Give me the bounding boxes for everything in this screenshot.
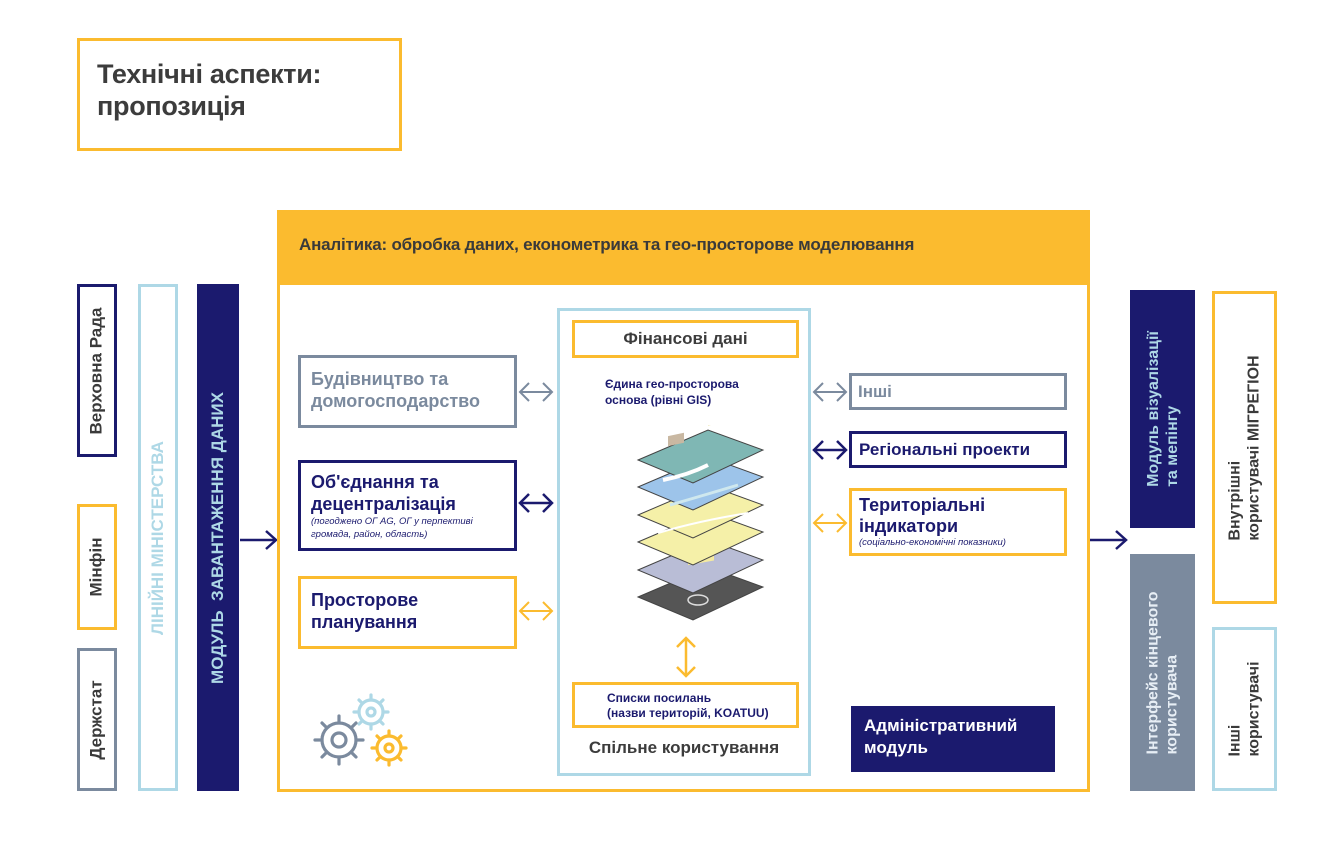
source-label: Мінфін (87, 537, 106, 597)
box-label-line: планування (311, 612, 418, 632)
admin-module-line: модуль (864, 738, 928, 757)
analytics-container (277, 285, 1090, 792)
geo-basis-line: основа (рівні GIS) (605, 393, 712, 407)
arrow-right-icon (1090, 530, 1128, 550)
other-box: Інші (849, 373, 1067, 410)
viz-module-line: Модуль візуалізації (1144, 331, 1162, 487)
shared-use-label: Спільне користування (588, 738, 780, 757)
end-user-interface: Інтерфейс кінцевого користувача (1130, 554, 1195, 791)
internal-users-box: Внутрішні користувачі МІГРЕГІОН (1212, 291, 1277, 604)
double-arrow-vertical-icon (676, 636, 696, 678)
line-ministries: ЛІНІЙНІ МІНІСТЕРСТВА (138, 284, 178, 791)
box-label-line: індикатори (859, 516, 959, 536)
box-note: (погоджено ОГ AG, ОГ у перпективі (311, 516, 473, 527)
box-note: (соціально-економічні показники) (859, 537, 1006, 548)
other-users-box: Інші користувачі (1212, 627, 1277, 791)
source-label: Верховна Рада (87, 306, 106, 435)
box-label-line: децентралізація (311, 494, 456, 514)
gears-icon (313, 693, 408, 767)
financial-data-box: Фінансові дані (572, 320, 799, 358)
ref-lists-line: (назви територій, KOATUU) (607, 706, 769, 720)
source-derzhstat: Держстат (77, 648, 117, 791)
end-ui-line: Інтерфейс кінцевого (1144, 591, 1162, 754)
internal-users-line: користувачі МІГРЕГІОН (1245, 354, 1263, 541)
load-module-label: МОДУЛЬ ЗАВАНТАЖЕННЯ ДАНИХ (208, 391, 228, 684)
admin-module-line: Адміністративний (864, 716, 1018, 735)
other-users-line: користувачі (1245, 661, 1263, 757)
decentralization-box: Об'єднання та децентралізація (погоджено… (298, 460, 517, 551)
other-users-line: Інші (1226, 724, 1244, 757)
source-label: Держстат (87, 679, 107, 760)
visualization-module: Модуль візуалізації та мепінгу (1130, 290, 1195, 528)
box-label-line: Просторове (311, 590, 419, 610)
viz-module-line: та мепінгу (1163, 405, 1181, 487)
admin-module-box: Адміністративний модуль (851, 706, 1055, 772)
spatial-planning-box: Просторове планування (298, 576, 517, 649)
double-arrow-icon (812, 513, 848, 533)
shared-use-box (557, 308, 811, 776)
reference-lists-box: Списки посилань (назви територій, KOATUU… (572, 682, 799, 728)
end-ui-line: користувача (1163, 654, 1181, 754)
viz-module-label: Модуль візуалізації та мепінгу (1144, 331, 1182, 487)
source-verkhovna-rada: Верховна Рада (77, 284, 117, 457)
internal-users-line: Внутрішні (1226, 460, 1244, 541)
gis-layers-icon (636, 425, 765, 621)
end-ui-label: Інтерфейс кінцевого користувача (1144, 591, 1182, 754)
analytics-header: Аналітика: обробка даних, економетрика т… (277, 210, 1090, 285)
ministries-label: ЛІНІЙНІ МІНІСТЕРСТВА (148, 440, 168, 635)
arrow-right-icon (240, 530, 278, 550)
source-minfin: Мінфін (77, 504, 117, 630)
title-box: Технічні аспекти: пропозиція (77, 38, 402, 151)
geo-basis-label: Єдина гео-просторова основа (рівні GIS) (605, 376, 795, 408)
box-label-line: Об'єднання та (311, 472, 439, 492)
title-line-1: Технічні аспекти: (97, 59, 322, 89)
double-arrow-icon (518, 601, 554, 621)
data-load-module: МОДУЛЬ ЗАВАНТАЖЕННЯ ДАНИХ (197, 284, 239, 791)
box-label-line: домогосподарство (311, 391, 480, 411)
double-arrow-icon (812, 382, 848, 402)
geo-basis-line: Єдина гео-просторова (605, 377, 739, 391)
box-note: громада, район, область) (311, 529, 428, 540)
other-users-label: Інші користувачі (1226, 661, 1264, 756)
construction-housing-box: Будівництво та домогосподарство (298, 355, 517, 428)
box-label-line: Будівництво та (311, 369, 449, 389)
territorial-indicators-box: Територіальні індикатори (соціально-екон… (849, 488, 1067, 556)
internal-users-label: Внутрішні користувачі МІГРЕГІОН (1226, 355, 1264, 540)
title-line-2: пропозиція (97, 91, 246, 121)
double-arrow-icon (812, 440, 848, 460)
double-arrow-icon (518, 493, 554, 513)
box-label-line: Територіальні (859, 495, 986, 515)
double-arrow-icon (518, 382, 554, 402)
ref-lists-line: Списки посилань (607, 691, 712, 705)
regional-projects-box: Регіональні проекти (849, 431, 1067, 468)
gis-road (662, 463, 709, 482)
